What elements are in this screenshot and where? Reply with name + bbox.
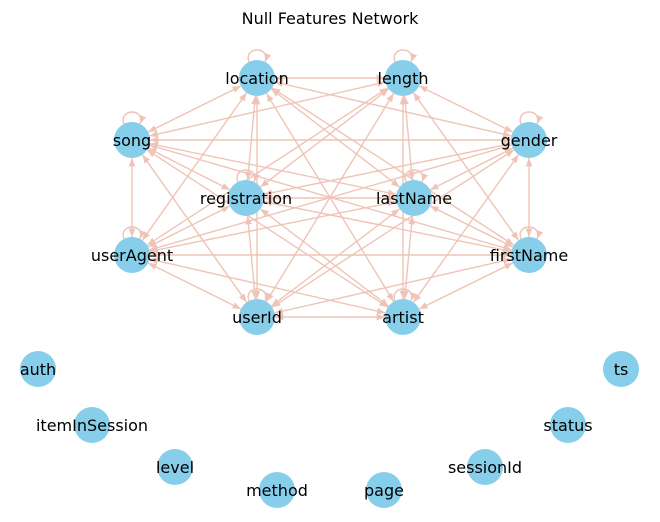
node-label-auth: auth <box>20 360 56 379</box>
node-label-level: level <box>156 458 194 477</box>
node-label-artist: artist <box>382 308 424 327</box>
edge-song-userId <box>141 154 248 303</box>
node-method: method <box>246 472 308 508</box>
edge-length-firstName <box>412 92 520 241</box>
node-circle-status <box>550 407 586 443</box>
self-loop-userId <box>247 288 272 302</box>
node-userId: userId <box>232 299 282 335</box>
node-userAgent: userAgent <box>91 237 173 273</box>
self-loop-song <box>122 111 147 125</box>
self-loop-lastName <box>404 169 429 183</box>
node-circle-userId <box>239 299 275 335</box>
node-label-sessionId: sessionId <box>448 458 522 477</box>
node-label-lastName: lastName <box>376 189 452 208</box>
self-loop-artist <box>393 288 418 302</box>
node-gender: gender <box>501 122 558 158</box>
node-circle-firstName <box>511 237 547 273</box>
nodes-layer: location length song gender registration last… <box>20 60 639 508</box>
self-loop-firstName <box>519 226 544 240</box>
node-ts: ts <box>603 351 639 387</box>
self-loop-registration <box>236 169 261 183</box>
node-location: location <box>225 60 289 96</box>
edge-lastName-firstName <box>429 205 514 248</box>
node-circle-lastName <box>396 180 432 216</box>
node-label-userId: userId <box>232 308 282 327</box>
edge-gender-userId <box>271 149 515 308</box>
node-label-song: song <box>113 131 151 150</box>
node-label-ts: ts <box>614 360 629 379</box>
node-itemInSession: itemInSession <box>36 407 148 443</box>
node-page: page <box>364 472 404 508</box>
diagram-title: Null Features Network <box>242 9 420 28</box>
node-circle-length <box>385 60 421 96</box>
node-length: length <box>378 60 429 96</box>
self-loop-gender <box>519 111 544 125</box>
node-status: status <box>543 407 593 443</box>
node-circle-sessionId <box>467 449 503 485</box>
edge-song-artist <box>146 149 389 308</box>
node-circle-method <box>259 472 295 508</box>
node-label-itemInSession: itemInSession <box>36 416 148 435</box>
edge-location-userAgent <box>141 92 248 241</box>
edge-song-registration <box>147 147 231 191</box>
edge-location-registration <box>245 95 258 181</box>
node-label-userAgent: userAgent <box>91 246 173 265</box>
node-circle-gender <box>511 122 547 158</box>
self-loop-location <box>247 49 272 63</box>
edge-registration-userAgent <box>147 205 231 248</box>
node-label-location: location <box>225 69 288 88</box>
node-registration: registration <box>200 180 292 216</box>
node-auth: auth <box>20 351 56 387</box>
node-circle-registration <box>228 180 264 216</box>
edge-gender-registration <box>263 142 512 196</box>
node-level: level <box>156 449 194 485</box>
node-label-firstName: firstName <box>490 246 568 265</box>
edge-registration-userId <box>245 215 258 300</box>
node-label-status: status <box>543 416 592 435</box>
node-circle-location <box>239 60 275 96</box>
node-circle-itemInSession <box>74 407 110 443</box>
node-circle-artist <box>385 299 421 335</box>
edge-lastName-userAgent <box>149 199 397 254</box>
node-circle-page <box>366 472 402 508</box>
node-artist: artist <box>382 299 424 335</box>
node-song: song <box>113 122 151 158</box>
edges-layer <box>122 49 544 321</box>
node-circle-userAgent <box>114 237 150 273</box>
node-circle-auth <box>20 351 56 387</box>
node-label-registration: registration <box>200 189 292 208</box>
edge-song-lastName <box>149 142 397 196</box>
edge-gender-artist <box>412 154 520 303</box>
node-lastName: lastName <box>376 180 452 216</box>
edge-firstName-artist <box>418 262 514 310</box>
node-firstName: firstName <box>490 237 568 273</box>
self-loop-length <box>393 49 418 63</box>
node-circle-ts <box>603 351 639 387</box>
edge-lastName-artist <box>402 215 415 300</box>
node-label-page: page <box>364 481 404 500</box>
node-sessionId: sessionId <box>448 449 522 485</box>
node-circle-song <box>114 122 150 158</box>
node-label-gender: gender <box>501 131 558 150</box>
edge-gender-lastName <box>429 147 514 191</box>
self-loop-userAgent <box>122 226 147 240</box>
node-label-length: length <box>378 69 429 88</box>
node-circle-level <box>157 449 193 485</box>
edge-length-lastName <box>402 95 415 181</box>
node-label-method: method <box>246 481 308 500</box>
